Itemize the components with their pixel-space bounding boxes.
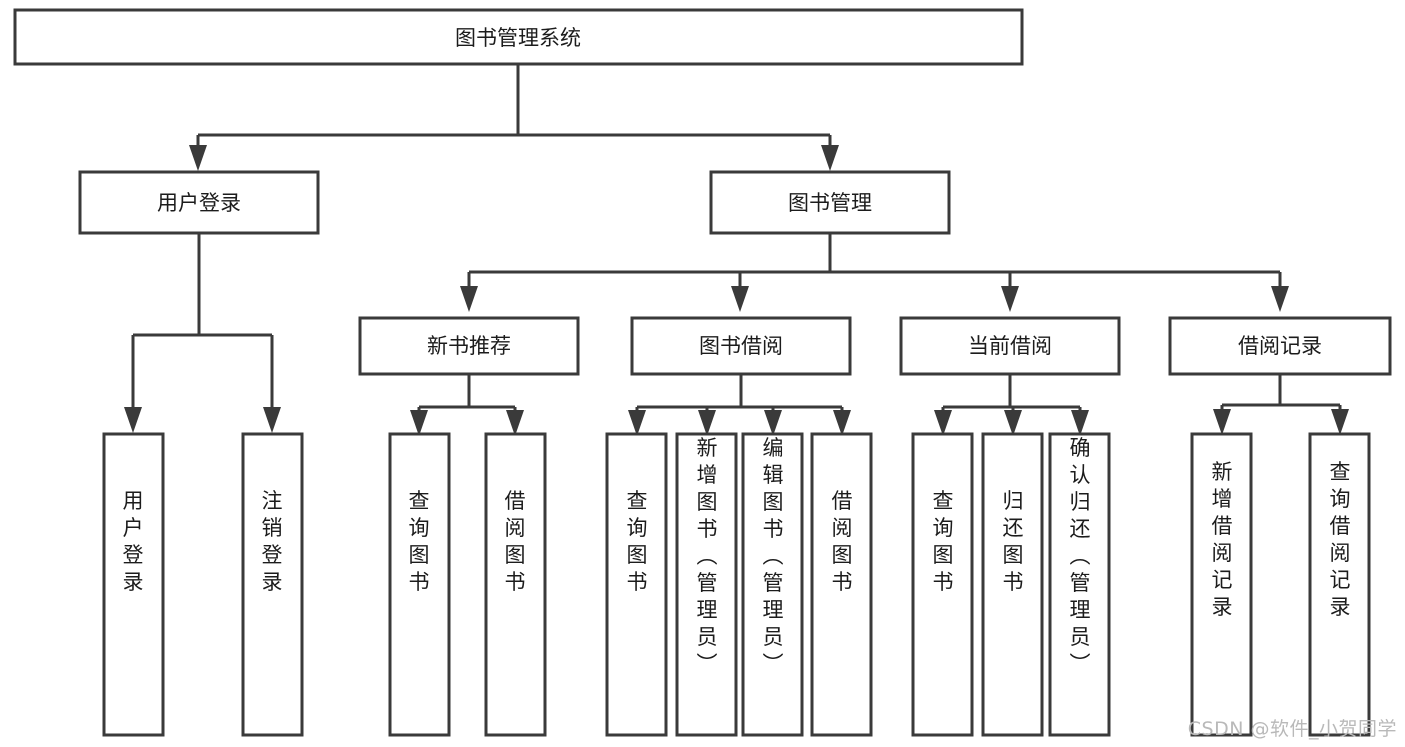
leaf-box [810, 432, 873, 737]
node-root-label: 图书管理系统 [455, 26, 581, 50]
arrow-down-icon [460, 286, 478, 312]
arrow-down-icon [764, 410, 782, 436]
arrow-down-icon [506, 410, 524, 436]
leaf-box [484, 432, 547, 737]
node-book-borrow-label: 图书借阅 [699, 334, 783, 358]
leaf-label: 编辑图书︵管理员︶ [763, 436, 784, 676]
arrow-down-icon [1001, 286, 1019, 312]
arrow-down-icon [821, 145, 839, 171]
connector-root-to-level2 [189, 64, 839, 171]
leaf-box [241, 432, 304, 737]
leaf-box [981, 432, 1044, 737]
leaf-label: 新增图书︵管理员︶ [697, 436, 718, 676]
leaf-box [605, 432, 668, 737]
node-user-login-box [78, 170, 320, 235]
leaf-label: 查询图书 [933, 489, 954, 594]
arrow-down-icon [698, 410, 716, 436]
leaf-borrow-records-0[interactable]: 新增借阅记录 [1190, 432, 1253, 737]
arrow-down-icon [189, 145, 207, 171]
leaf-book-borrow-2[interactable]: 编辑图书︵管理员︶ [741, 432, 804, 737]
node-new-book-recommend-label: 新书推荐 [427, 334, 511, 358]
leaf-borrow-records-1[interactable]: 查询借阅记录 [1308, 432, 1371, 737]
leaf-label: 用户登录 [123, 489, 144, 594]
leaf-box [741, 432, 804, 737]
leaf-box [675, 432, 738, 737]
leaf-label: 借阅图书 [505, 489, 526, 594]
leaf-label: 查询图书 [409, 489, 430, 594]
node-new-book-recommend[interactable]: 新书推荐 [358, 316, 580, 376]
leaf-book-borrow-3[interactable]: 借阅图书 [810, 432, 873, 737]
node-borrow-records-label: 借阅记录 [1238, 334, 1322, 358]
node-book-management-label: 图书管理 [788, 191, 872, 215]
arrow-down-icon [1331, 409, 1349, 435]
leaf-user-login-0[interactable]: 用户登录 [102, 432, 165, 737]
leaf-label: 借阅图书 [832, 489, 853, 594]
arrow-down-icon [1271, 286, 1289, 312]
node-root[interactable]: 图书管理系统 [13, 8, 1024, 66]
leaf-box [1308, 432, 1371, 737]
arrow-down-icon [124, 407, 142, 433]
leaf-current-borrow-1[interactable]: 归还图书 [981, 432, 1044, 737]
node-user-login-label: 用户登录 [157, 191, 241, 215]
node-root-box [13, 8, 1024, 66]
arrow-down-icon [628, 410, 646, 436]
node-user-login[interactable]: 用户登录 [78, 170, 320, 235]
connector-current-borrow-to-leaves [934, 374, 1089, 436]
arrow-down-icon [1071, 410, 1089, 436]
arrow-down-icon [410, 410, 428, 436]
connector-book-management-to-level3 [460, 233, 1289, 312]
node-current-borrow-label: 当前借阅 [968, 334, 1052, 358]
node-new-book-recommend-box [358, 316, 580, 376]
node-current-borrow-box [899, 316, 1121, 376]
node-book-borrow[interactable]: 图书借阅 [630, 316, 852, 376]
leaf-label: 确认归还︵管理员︶ [1070, 436, 1091, 676]
leaf-box [911, 432, 974, 737]
arrow-down-icon [731, 286, 749, 312]
arrow-down-icon [833, 410, 851, 436]
leaf-label: 查询图书 [627, 489, 648, 594]
leaf-user-login-1[interactable]: 注销登录 [241, 432, 304, 737]
leaf-box [388, 432, 451, 737]
node-borrow-records[interactable]: 借阅记录 [1168, 316, 1392, 376]
leaf-label: 查询借阅记录 [1330, 460, 1351, 619]
connector-book-borrow-to-leaves [628, 374, 851, 436]
leaf-box [1190, 432, 1253, 737]
node-current-borrow[interactable]: 当前借阅 [899, 316, 1121, 376]
leaf-new-book-recommend-1[interactable]: 借阅图书 [484, 432, 547, 737]
leaf-label: 归还图书 [1003, 489, 1024, 594]
leaf-label: 新增借阅记录 [1212, 460, 1233, 619]
csdn-watermark: CSDN @软件_小贺同学 [1187, 718, 1397, 740]
connector-borrow-records-to-leaves [1213, 374, 1349, 435]
arrow-down-icon [934, 410, 952, 436]
leaf-box [1048, 432, 1111, 737]
arrow-down-icon [1004, 410, 1022, 436]
connector-user-login-to-leaves [124, 233, 281, 433]
leaf-book-borrow-0[interactable]: 查询图书 [605, 432, 668, 737]
leaf-box [102, 432, 165, 737]
leaf-current-borrow-2[interactable]: 确认归还︵管理员︶ [1048, 432, 1111, 737]
leaf-current-borrow-0[interactable]: 查询图书 [911, 432, 974, 737]
connector-new-book-recommend-to-leaves [410, 374, 524, 436]
node-book-management[interactable]: 图书管理 [709, 170, 951, 235]
arrow-down-icon [1213, 409, 1231, 435]
leaf-label: 注销登录 [262, 489, 283, 594]
arrow-down-icon [263, 407, 281, 433]
leaf-book-borrow-1[interactable]: 新增图书︵管理员︶ [675, 432, 738, 737]
leaf-new-book-recommend-0[interactable]: 查询图书 [388, 432, 451, 737]
